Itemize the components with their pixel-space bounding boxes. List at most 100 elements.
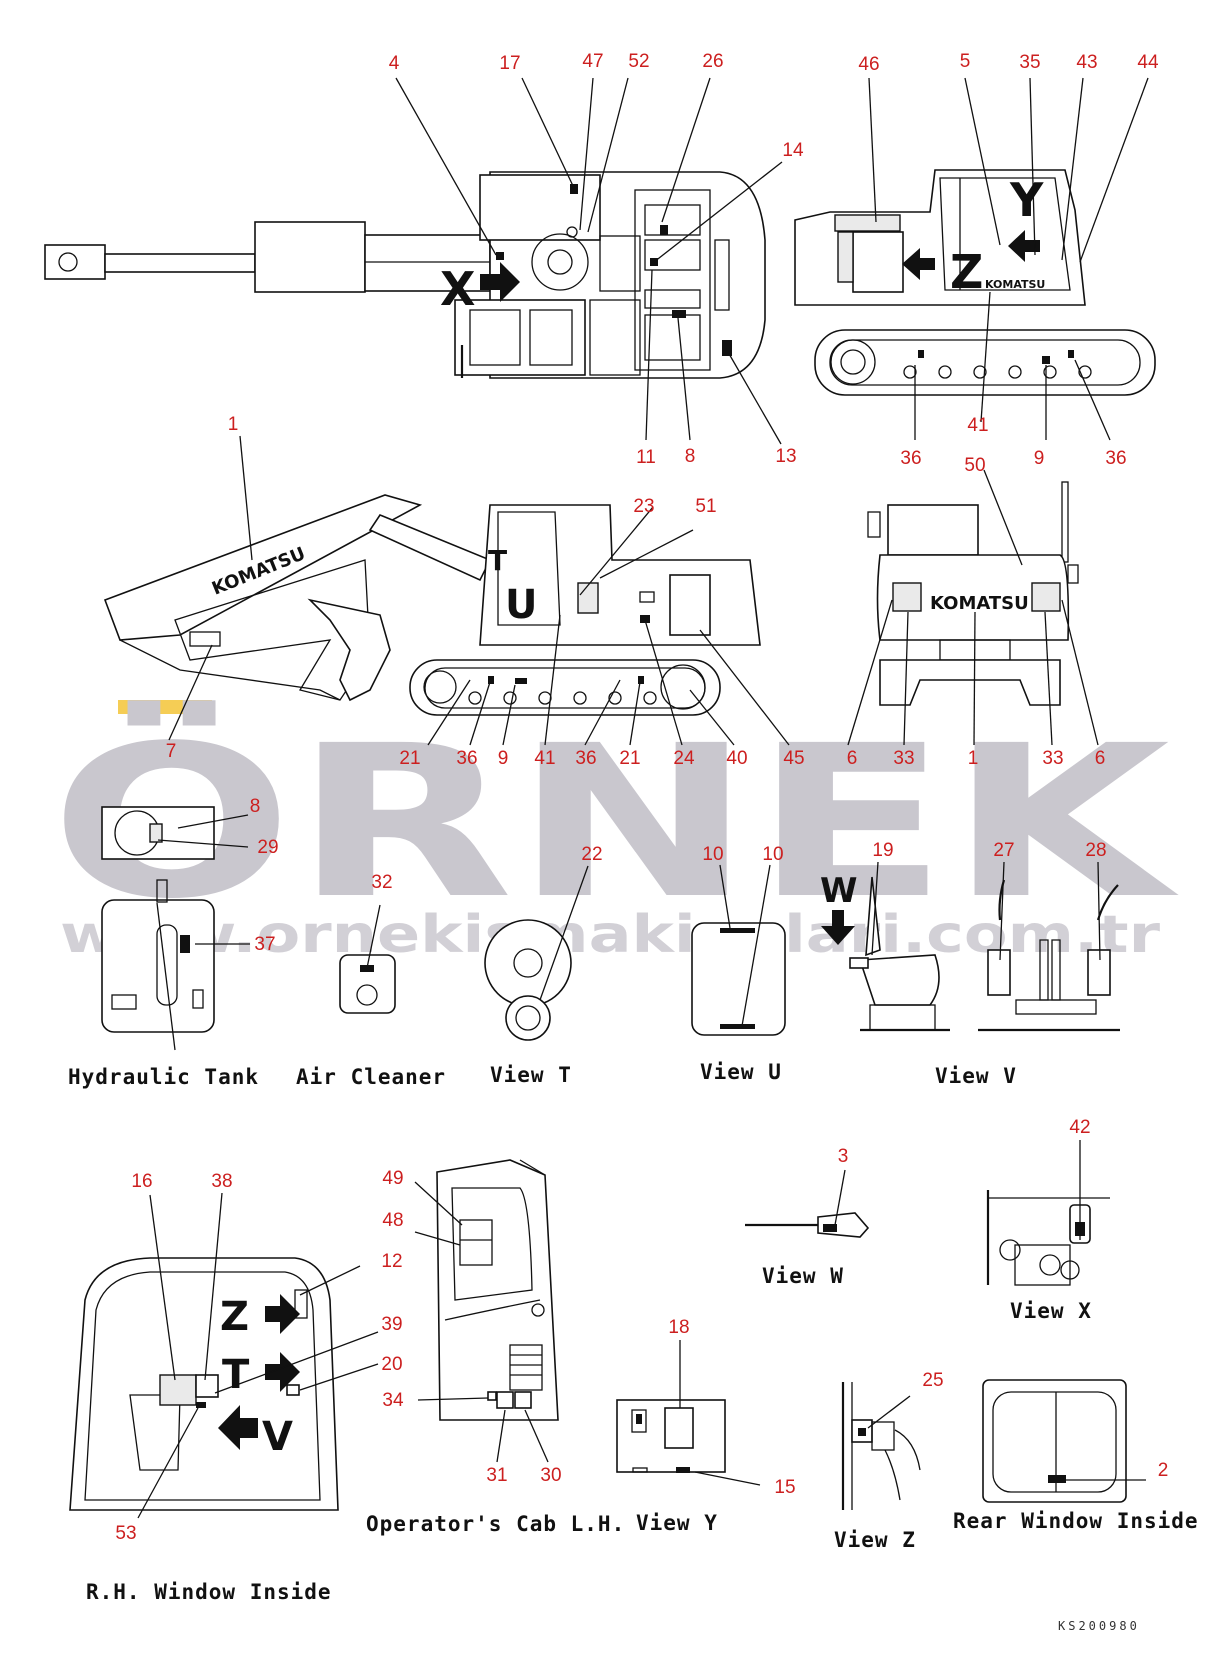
callout-y-18: 18 bbox=[668, 1317, 689, 1338]
window-v-arrow-icon bbox=[218, 1405, 258, 1450]
decal-letter-v-window: V bbox=[262, 1414, 293, 1460]
callout-rs-9: 9 bbox=[1034, 448, 1045, 469]
watermark-url: www.ornekismakinalari.com.tr bbox=[60, 905, 1160, 965]
callout-side-21-b: 21 bbox=[619, 748, 640, 769]
callout-rh-16: 16 bbox=[131, 1171, 152, 1192]
side-view-drawing: KOMATSU U T bbox=[103, 435, 790, 746]
view-z-arrow-icon bbox=[902, 248, 935, 280]
decal-letter-y: Y bbox=[1009, 173, 1044, 227]
view-y-arrow-icon bbox=[1008, 230, 1040, 262]
callout-side-51: 51 bbox=[695, 496, 716, 517]
callout-z-25: 25 bbox=[922, 1370, 943, 1391]
callout-rear-6-a: 6 bbox=[847, 748, 858, 769]
view-x-drawing bbox=[986, 1140, 1110, 1286]
callout-rh-12: 12 bbox=[381, 1251, 402, 1272]
watermark-brand: ÖRNEK bbox=[50, 699, 1180, 945]
operator-cab-callouts: 49 48 34 31 30 bbox=[382, 1168, 561, 1486]
callout-rh-38: 38 bbox=[211, 1171, 232, 1192]
view-z-drawing bbox=[841, 1382, 921, 1510]
callout-t-22: 22 bbox=[581, 844, 602, 865]
callout-side-1: 1 bbox=[228, 414, 239, 435]
rear-view-drawing: KOMATSU bbox=[847, 469, 1099, 746]
callout-top-11: 11 bbox=[636, 447, 656, 468]
caption-view-w: View W bbox=[762, 1264, 844, 1288]
window-t-arrow-icon bbox=[265, 1352, 300, 1392]
callout-v-28: 28 bbox=[1085, 840, 1106, 861]
rear-side-view-drawing: Z Y KOMATSU bbox=[794, 77, 1156, 441]
caption-view-z: View Z bbox=[834, 1528, 916, 1552]
caption-view-v: View V bbox=[935, 1064, 1017, 1088]
rear-view-callouts: 50 6 33 1 33 6 bbox=[847, 455, 1106, 769]
callout-ht-37: 37 bbox=[254, 934, 275, 955]
callout-rear-1: 1 bbox=[968, 748, 979, 769]
callout-rear-33-b: 33 bbox=[1042, 748, 1063, 769]
air-cleaner-drawing bbox=[339, 904, 396, 1014]
side-view-callouts: 1 7 23 51 21 36 9 41 36 21 24 40 45 bbox=[166, 414, 805, 769]
rear-side-brand: KOMATSU bbox=[985, 278, 1045, 291]
callout-side-24: 24 bbox=[673, 748, 695, 769]
view-w-drawing bbox=[745, 1169, 870, 1238]
callout-rs-46: 46 bbox=[858, 54, 879, 75]
callout-rs-41: 41 bbox=[967, 415, 988, 436]
window-z-arrow-icon bbox=[265, 1294, 300, 1334]
callout-top-13: 13 bbox=[775, 446, 796, 467]
operator-cab-drawing bbox=[414, 1159, 559, 1463]
decal-letter-x: X bbox=[440, 262, 475, 316]
callout-x-42: 42 bbox=[1069, 1117, 1090, 1138]
caption-view-y: View Y bbox=[636, 1511, 718, 1535]
rear-window-drawing bbox=[982, 1379, 1146, 1503]
callout-rs-35: 35 bbox=[1019, 52, 1040, 73]
hydraulic-tank-drawing bbox=[101, 806, 250, 1051]
top-view-callouts: 4 17 47 52 26 14 11 8 13 bbox=[389, 51, 804, 468]
caption-view-u: View U bbox=[700, 1060, 782, 1084]
callout-top-47: 47 bbox=[582, 51, 603, 72]
callout-top-14: 14 bbox=[782, 140, 804, 161]
callout-side-36-a: 36 bbox=[456, 748, 477, 769]
callout-rs-44: 44 bbox=[1137, 52, 1159, 73]
callout-rs-36-b: 36 bbox=[1105, 448, 1126, 469]
callout-ht-8: 8 bbox=[250, 796, 261, 817]
callout-side-40: 40 bbox=[726, 748, 747, 769]
callout-side-21-a: 21 bbox=[399, 748, 420, 769]
caption-operator-cab: Operator's Cab L.H. bbox=[366, 1512, 625, 1536]
callout-ht-29: 29 bbox=[257, 837, 278, 858]
rear-side-view-callouts: 46 5 35 43 44 41 36 9 36 bbox=[858, 51, 1159, 469]
callout-side-7: 7 bbox=[166, 741, 177, 762]
callout-rear-50: 50 bbox=[964, 455, 985, 476]
view-y-drawing bbox=[616, 1340, 761, 1486]
callout-v-27: 27 bbox=[993, 840, 1014, 861]
callout-top-52: 52 bbox=[628, 51, 649, 72]
callout-side-41: 41 bbox=[534, 748, 555, 769]
decal-letter-t-side: T bbox=[488, 544, 507, 577]
callout-w-3: 3 bbox=[838, 1146, 849, 1167]
callout-rs-43: 43 bbox=[1076, 52, 1097, 73]
callout-rear-window-2: 2 bbox=[1158, 1460, 1169, 1481]
callout-rh-39: 39 bbox=[381, 1314, 402, 1335]
caption-hydraulic-tank: Hydraulic Tank bbox=[68, 1065, 259, 1089]
rh-window-drawing: Z T V bbox=[69, 1192, 379, 1519]
view-x-arrow-icon bbox=[480, 262, 520, 302]
callout-top-26: 26 bbox=[702, 51, 723, 72]
view-t-drawing bbox=[484, 865, 589, 1041]
callout-rear-6-b: 6 bbox=[1095, 748, 1106, 769]
watermark-umlaut-right bbox=[160, 700, 212, 714]
callout-cab-31: 31 bbox=[486, 1465, 507, 1486]
callout-rs-5: 5 bbox=[960, 51, 971, 72]
callout-side-36-b: 36 bbox=[575, 748, 596, 769]
callout-rh-20: 20 bbox=[381, 1354, 402, 1375]
view-u-drawing bbox=[691, 864, 786, 1036]
figure-code: KS200980 bbox=[1058, 1619, 1140, 1633]
callout-side-9: 9 bbox=[498, 748, 509, 769]
callout-cab-34: 34 bbox=[382, 1390, 404, 1411]
callout-side-45: 45 bbox=[783, 748, 804, 769]
view-w-arrow-icon bbox=[821, 910, 855, 945]
decal-letter-u: U bbox=[505, 582, 537, 628]
watermark: ÖRNEK www.ornekismakinalari.com.tr bbox=[50, 699, 1180, 965]
caption-rh-window: R.H. Window Inside bbox=[86, 1580, 332, 1604]
callout-top-8: 8 bbox=[685, 446, 696, 467]
callout-rs-36-a: 36 bbox=[900, 448, 921, 469]
callout-side-23: 23 bbox=[633, 496, 654, 517]
view-v-callouts: 19 27 28 bbox=[872, 840, 1106, 861]
